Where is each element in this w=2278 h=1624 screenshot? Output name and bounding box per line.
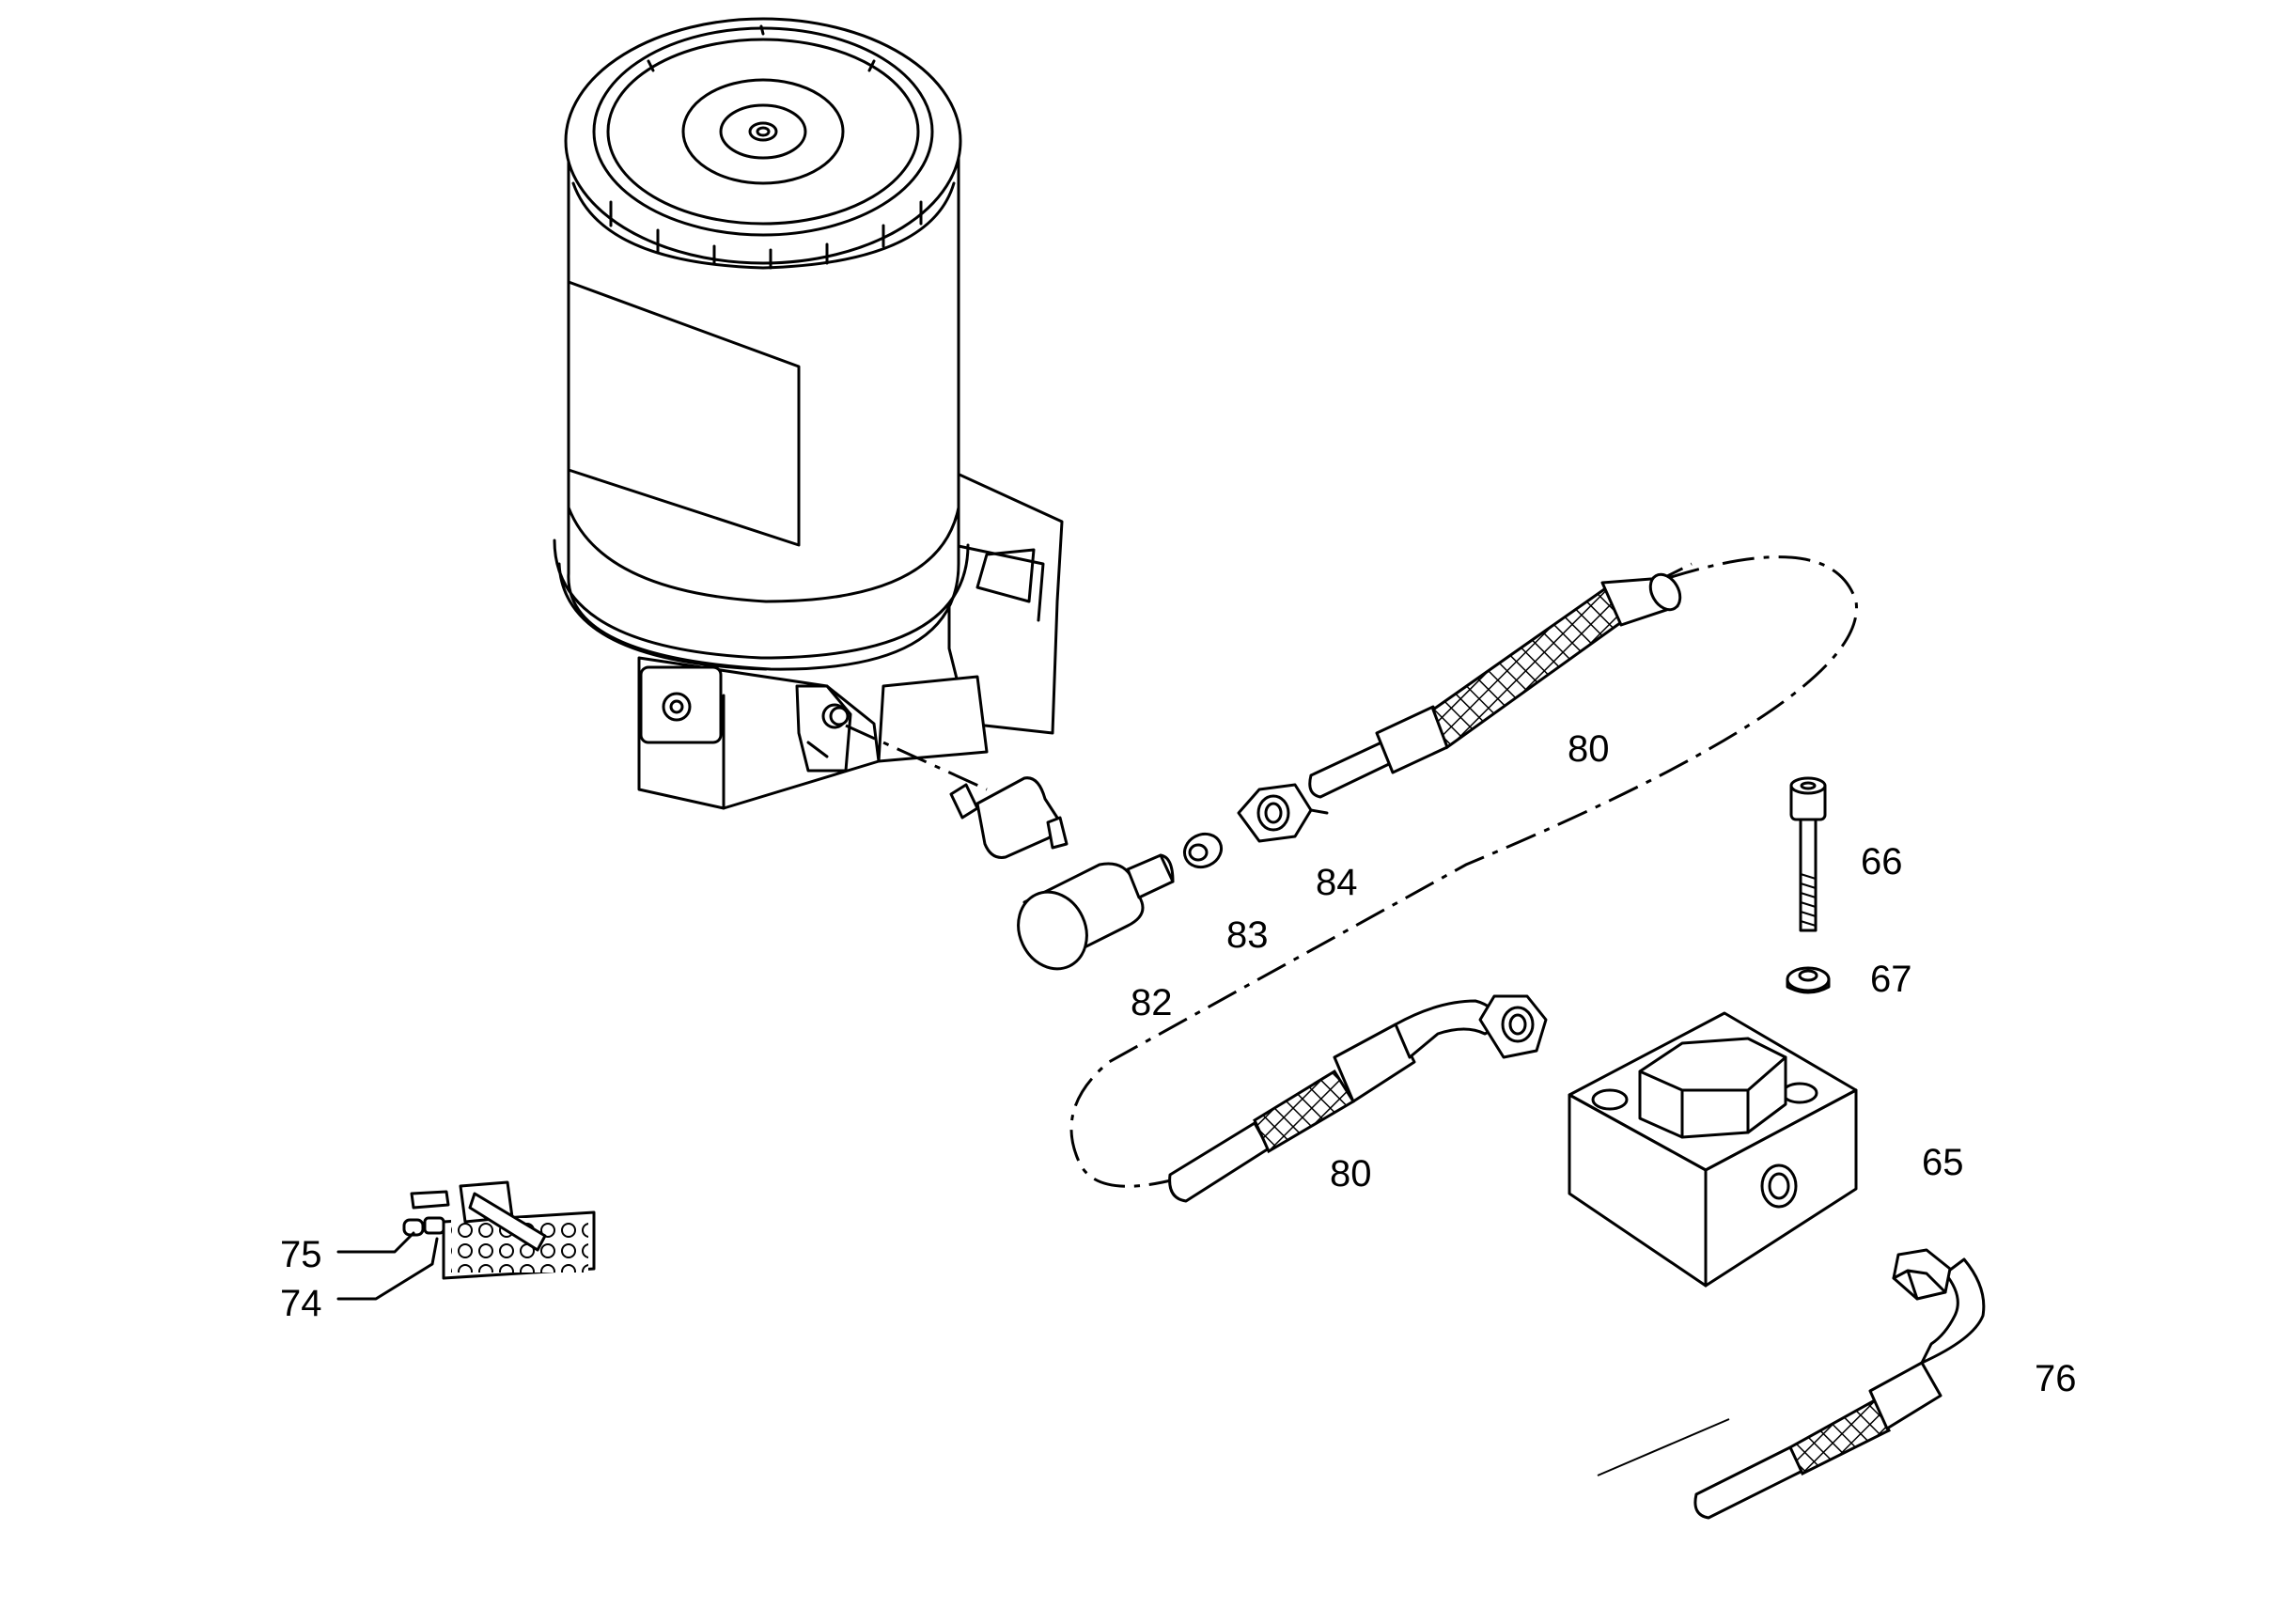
callout-80-lower: 80 xyxy=(1330,1153,1372,1195)
callout-74: 74 xyxy=(280,1283,322,1324)
part-80-lower-hose xyxy=(1168,994,1548,1203)
part-74-75-switch-assembly xyxy=(336,1180,596,1301)
part-65-block xyxy=(1568,1011,1858,1288)
grease-reservoir xyxy=(553,17,970,671)
callout-83: 83 xyxy=(1226,914,1269,956)
callout-80-upper: 80 xyxy=(1568,728,1610,770)
connector-nipple xyxy=(949,776,1069,859)
callout-labels: 80 84 83 82 80 66 67 65 76 75 74 xyxy=(280,728,2077,1399)
part-83-ferrule xyxy=(1183,832,1223,869)
callout-67: 67 xyxy=(1870,959,1912,1000)
pump-unit xyxy=(553,17,1064,810)
part-76-hose xyxy=(1693,1248,1986,1520)
pump-outlet-port xyxy=(829,706,850,726)
callout-65: 65 xyxy=(1922,1142,1964,1183)
part-84-nut xyxy=(1237,783,1329,843)
part-67-washer xyxy=(1786,966,1831,994)
part-80-upper-hose xyxy=(1308,572,1682,799)
part-66-screw xyxy=(1789,776,1827,932)
callout-84: 84 xyxy=(1316,862,1358,903)
callout-76: 76 xyxy=(2035,1358,2077,1399)
callout-66: 66 xyxy=(1861,841,1903,882)
callout-82: 82 xyxy=(1131,982,1173,1023)
part-82-fitting xyxy=(1017,853,1175,971)
callout-75: 75 xyxy=(280,1234,322,1275)
